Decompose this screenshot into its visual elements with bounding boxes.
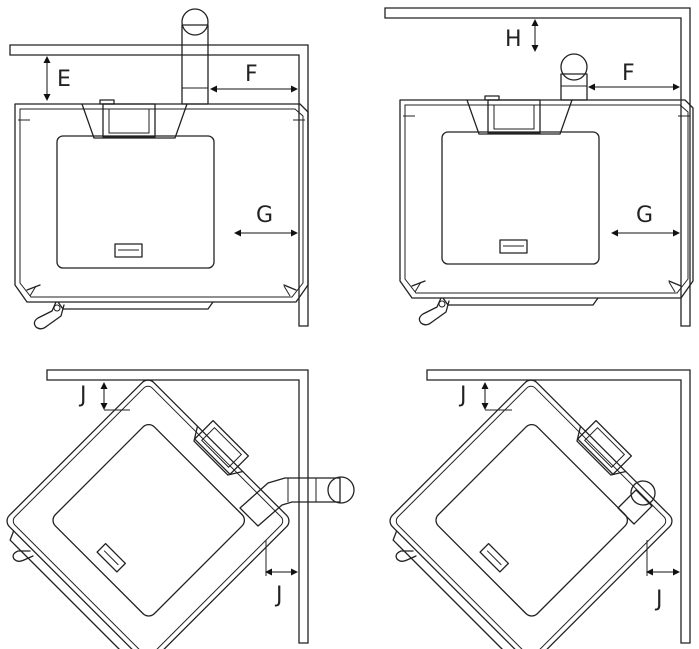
stove-corner xyxy=(0,365,304,649)
panel-corner-top-flue: J J xyxy=(379,365,691,649)
label-g: G xyxy=(256,203,273,228)
flue-pipe xyxy=(617,480,656,525)
wall xyxy=(46,369,309,644)
label-j-side: J xyxy=(654,587,663,612)
label-j-top: J xyxy=(78,383,87,408)
stove-handle xyxy=(12,550,34,562)
wall xyxy=(384,7,691,327)
stove-corner xyxy=(379,365,687,649)
label-h: H xyxy=(505,27,522,52)
label-j-side: J xyxy=(274,583,283,608)
wall xyxy=(426,369,691,644)
label-e: E xyxy=(57,67,71,92)
panel-front-rear-flue: E F G xyxy=(9,8,309,330)
label-j-top: J xyxy=(458,383,467,408)
wall xyxy=(9,44,309,327)
stove-handle xyxy=(395,550,417,562)
flue-pipe xyxy=(181,8,209,105)
flue-pipe xyxy=(239,476,355,527)
panel-corner-side-flue: J J xyxy=(0,365,355,649)
label-g: G xyxy=(636,203,653,228)
label-f: F xyxy=(622,61,635,86)
label-f: F xyxy=(245,62,258,87)
flue-pipe xyxy=(560,53,588,101)
panel-front-top-flue: H F G xyxy=(384,7,694,327)
